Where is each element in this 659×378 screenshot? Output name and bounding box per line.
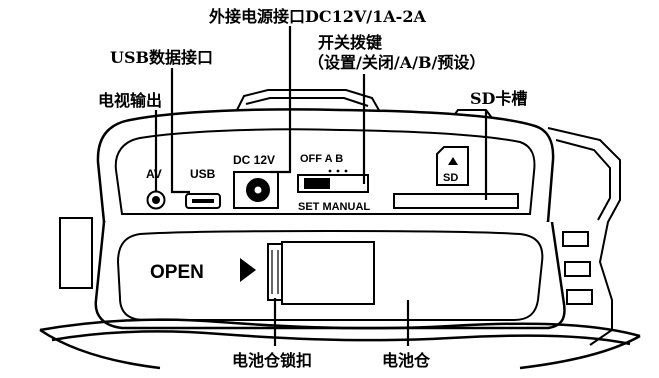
left-tab	[59, 217, 93, 289]
open-arrow-icon	[240, 258, 256, 282]
side-bracket	[547, 127, 621, 346]
dc-label: DC 12V	[233, 153, 275, 167]
usb-label: USB	[190, 167, 216, 181]
callout-sd-slot: SD卡槽	[470, 89, 527, 108]
battery-lock-latch	[267, 241, 375, 305]
open-label: OPEN	[150, 262, 204, 283]
base-curve	[39, 318, 641, 370]
mode-switch-knob	[304, 178, 330, 189]
callout-av-output: 电视输出	[98, 91, 162, 110]
callout-usb-port: USB数据接口	[110, 48, 213, 67]
switch-top-label: OFF A B	[300, 153, 343, 165]
sd-icon-label: SD	[443, 172, 458, 184]
dc-port-pin	[254, 186, 262, 194]
port-panel	[114, 128, 536, 215]
callout-battery-compartment: 电池仓	[382, 351, 431, 370]
sd-card-slot	[393, 193, 519, 209]
callout-dc-port: 外接电源接口DC12V/1A-2A	[208, 7, 426, 26]
av-label: AV	[146, 167, 162, 181]
callout-switch-modes: （设置/关闭/A/B/预设）	[308, 53, 485, 72]
callout-lines	[154, 26, 488, 346]
usb-port-inner	[192, 199, 214, 203]
callout-battery-lock: 电池仓锁扣	[232, 351, 312, 370]
top-latch	[235, 89, 381, 113]
switch-position-dots	[328, 169, 348, 173]
sd-card-icon: SD	[436, 146, 469, 186]
callout-switch-title: 开关拨键	[318, 33, 382, 52]
switch-bottom-label: SET MANUAL	[298, 201, 370, 213]
av-port-hole	[152, 196, 160, 204]
